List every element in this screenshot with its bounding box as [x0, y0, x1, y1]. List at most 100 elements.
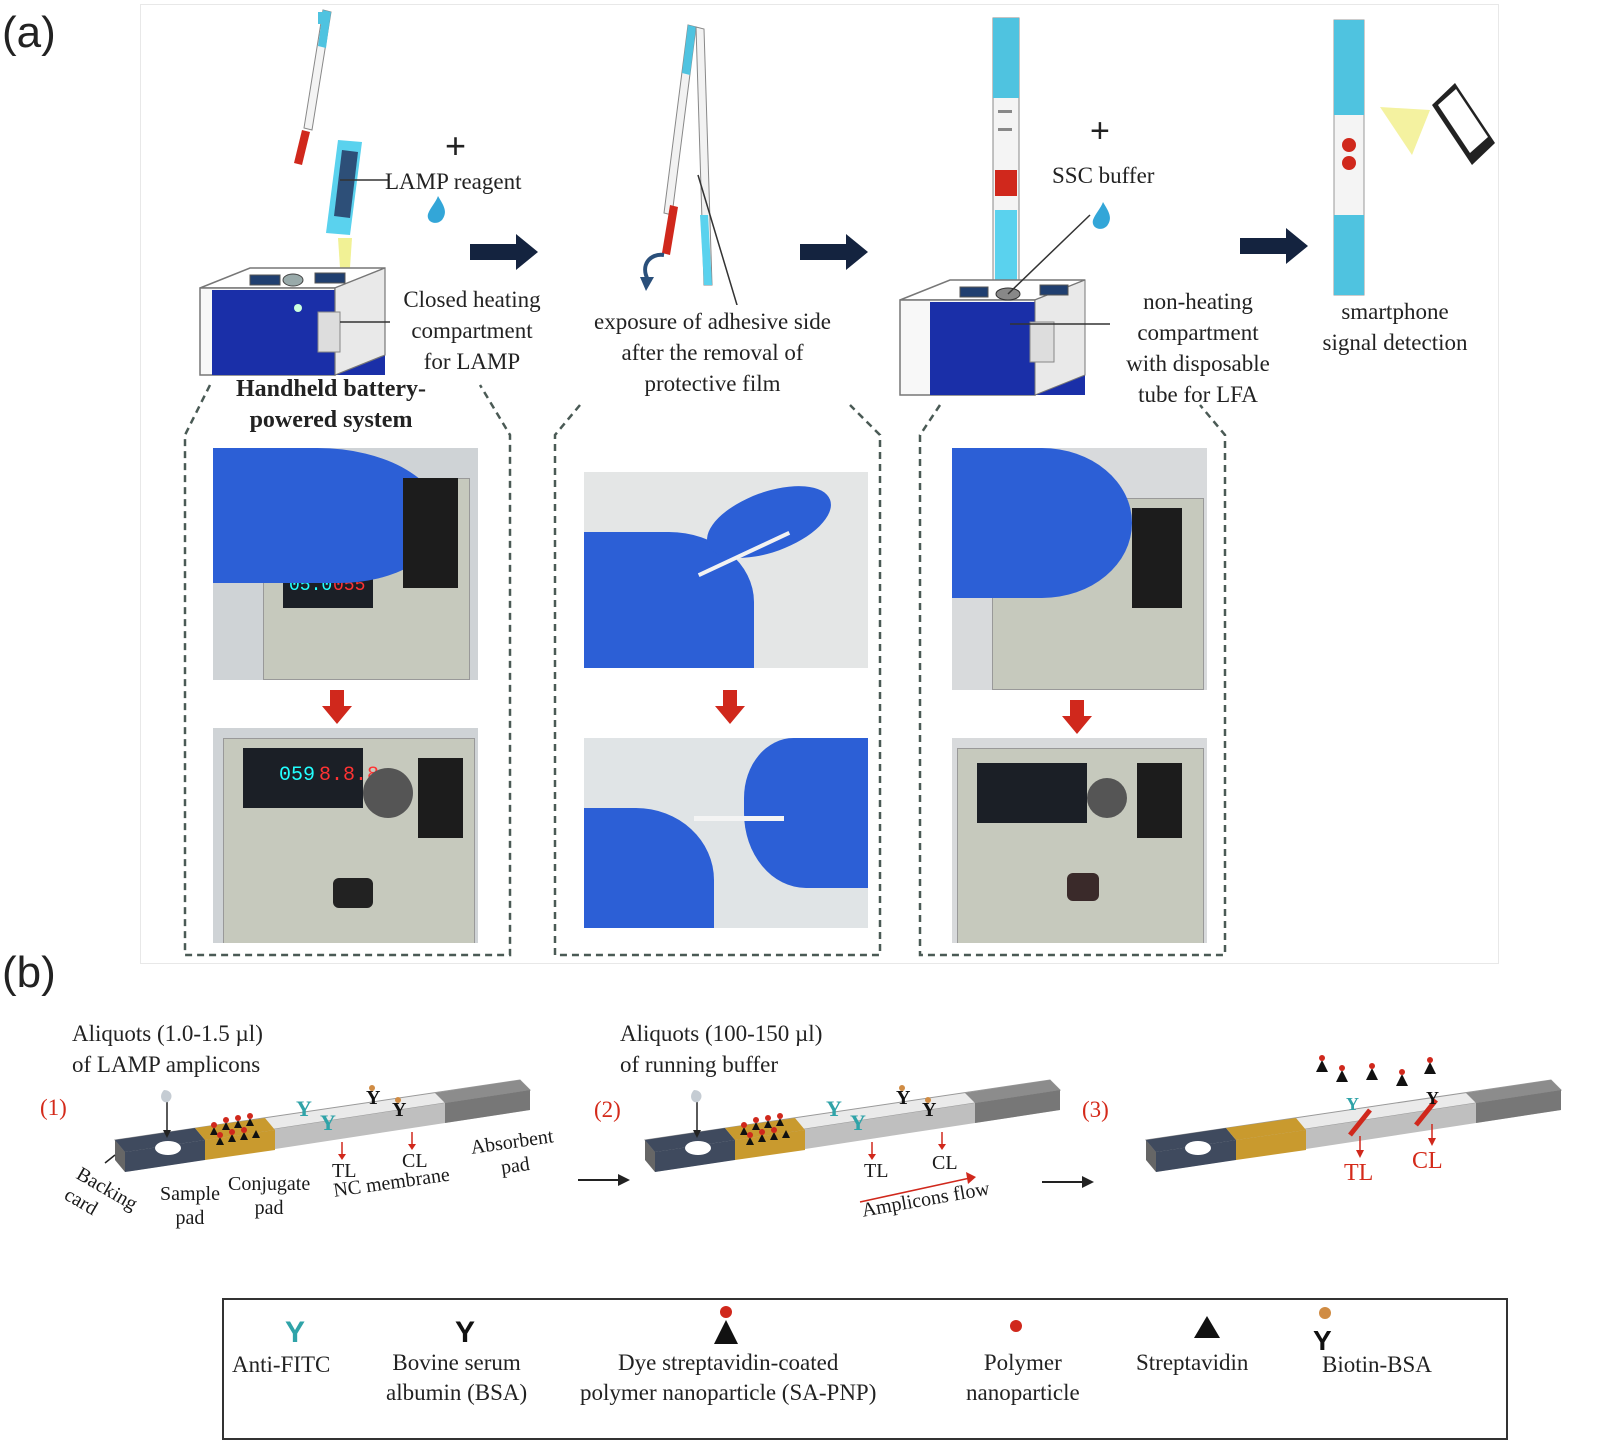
step2-number: (2): [594, 1097, 621, 1122]
smartphone-line1: smartphone: [1341, 299, 1449, 324]
handheld-line1: Handheld battery-: [235, 376, 426, 402]
red-down-arrow-1: [322, 690, 352, 724]
step1-number: (1): [40, 1095, 67, 1120]
legend-anti-fitc: Anti-FITC: [232, 1350, 330, 1380]
panel-a-frame: [140, 4, 1499, 964]
svg-text:Y: Y: [922, 1099, 937, 1121]
buffer-drop-icon: [1092, 202, 1110, 229]
step2-caption-line3: protective film: [644, 371, 781, 396]
handheld-line2: powered system: [249, 407, 413, 433]
legend-polymer-np: Polymer nanoparticle: [966, 1348, 1080, 1408]
closed-heating-line1: Closed heating: [403, 287, 541, 312]
test-line-tl: [1348, 1108, 1372, 1137]
streptavidin-icon: [1194, 1316, 1220, 1338]
peel-arrow-icon: [640, 277, 654, 291]
tl-label-1: TL: [332, 1160, 357, 1182]
step3-schematic: +: [899, 17, 1110, 396]
svg-text:Y: Y: [896, 1087, 911, 1109]
handheld-system-label: Handheld battery- powered system: [196, 374, 466, 436]
red-down-arrow-2: [715, 690, 745, 724]
arrow-b-1-2: [578, 1174, 630, 1186]
sample-line1: Sample: [160, 1183, 220, 1205]
sample-pad-3: [1146, 1128, 1236, 1152]
signal-dot-top: [1342, 138, 1356, 152]
closed-heating-line3: for LAMP: [423, 349, 521, 374]
svg-text:Y: Y: [320, 1110, 336, 1135]
glove-right-2: [744, 738, 868, 888]
sample-pad-2: [645, 1128, 735, 1152]
step4-schematic: [1333, 19, 1495, 296]
pipette-drop-icon-2: [691, 1090, 702, 1103]
bsa-icon: Y: [455, 1316, 475, 1348]
heating-device: [199, 267, 386, 376]
aliquot2-line2: of running buffer: [620, 1052, 778, 1077]
anti-fitc-icon: Y: [285, 1316, 305, 1348]
strip-slot-3: [1132, 508, 1182, 608]
knob-4: [1067, 873, 1099, 901]
svg-text:Y: Y: [1426, 1088, 1439, 1108]
tube-holder: [363, 768, 413, 818]
signal-dot-bottom: [1342, 156, 1356, 170]
panel-a-label: (a): [2, 8, 56, 57]
strip-attached: [694, 816, 784, 821]
cl-label-3: CL: [1412, 1148, 1443, 1174]
aliquot2-label: Aliquots (100-150 µl) of running buffer: [620, 1018, 822, 1080]
svg-text:Y: Y: [285, 1316, 305, 1348]
aliquot2-line1: Aliquots (100-150 µl): [620, 1021, 823, 1046]
sample-line2: pad: [175, 1207, 205, 1229]
arrow-step3-4: [1240, 228, 1308, 264]
step2-caption-line1: exposure of adhesive side: [594, 309, 831, 334]
reagent-drop-icon: [427, 196, 445, 223]
legend-box: Y Anti-FITC Y Bovine serum albumin (BSA)…: [222, 1298, 1508, 1440]
svg-text:Y: Y: [1313, 1325, 1332, 1354]
sa-pnp-icon: [714, 1306, 738, 1344]
absorbent-pad-1: [435, 1080, 530, 1103]
conjugate-pad-label: Conjugate pad: [228, 1172, 310, 1220]
aliquot1-line1: Aliquots (1.0-1.5 µl): [72, 1021, 263, 1046]
absorbent-pad-2: [965, 1080, 1060, 1103]
closed-heating-line2: compartment: [411, 318, 533, 343]
glove-left-2: [584, 808, 714, 928]
legend-streptavidin-text: Streptavidin: [1136, 1350, 1249, 1375]
svg-text:Y: Y: [1346, 1094, 1359, 1114]
legend-biotin-bsa: Biotin-BSA: [1322, 1350, 1432, 1380]
nonheating-line3: with disposable: [1126, 351, 1270, 376]
device-display-2: 059 8.8.8: [243, 748, 379, 808]
step2-caption-line2: after the removal of: [621, 340, 804, 365]
nonheating-line2: compartment: [1137, 320, 1259, 345]
device-display-4: [977, 763, 1087, 823]
legend-polymer-line2: nanoparticle: [966, 1380, 1080, 1405]
legend-sa-pnp-line1: Dye streptavidin-coated: [618, 1350, 839, 1375]
arrow-step2-3: [800, 234, 868, 270]
smartphone-line2: signal detection: [1322, 330, 1468, 355]
legend-polymer-line1: Polymer: [983, 1350, 1062, 1375]
panel-b-label: (b): [2, 948, 56, 997]
legend-bsa-line2: albumin (BSA): [386, 1380, 528, 1405]
svg-text:Y: Y: [455, 1316, 475, 1348]
step2-caption: exposure of adhesive side after the remo…: [570, 306, 855, 399]
tl-label-2: TL: [864, 1160, 889, 1182]
photo-device-lfa-top: [952, 448, 1207, 690]
svg-text:Y: Y: [392, 1099, 407, 1121]
nonheating-device: [899, 279, 1086, 396]
legend-anti-fitc-text: Anti-FITC: [232, 1352, 331, 1377]
smartphone-caption: smartphone signal detection: [1300, 296, 1490, 358]
legend-biotin-bsa-text: Biotin-BSA: [1322, 1352, 1432, 1377]
biotin-bsa-icon: Y: [1313, 1307, 1332, 1354]
legend-streptavidin: Streptavidin: [1136, 1348, 1248, 1378]
ssc-buffer-label: SSC buffer: [1052, 163, 1155, 188]
conjugate-pad-3: [1226, 1118, 1306, 1140]
strip-slot: [403, 478, 458, 588]
blue-glove-3: [952, 448, 1132, 598]
lfa-strip-2: Y Y Y Y: [644, 1079, 1062, 1203]
lamp-reagent-label: LAMP reagent: [385, 169, 522, 194]
svg-text:+: +: [1090, 112, 1110, 150]
tl-label-3: TL: [1344, 1160, 1374, 1186]
display-bottom-right: 8.8.8: [319, 764, 380, 787]
light-cone: [1380, 107, 1430, 155]
aliquot1-label: Aliquots (1.0-1.5 µl) of LAMP amplicons: [72, 1018, 263, 1080]
nonheating-label: non-heating compartment with disposable …: [1108, 286, 1288, 410]
display-bottom-left: 059: [279, 764, 316, 787]
pipette-drop-icon-1: [161, 1090, 172, 1103]
svg-text:Y: Y: [296, 1096, 312, 1121]
